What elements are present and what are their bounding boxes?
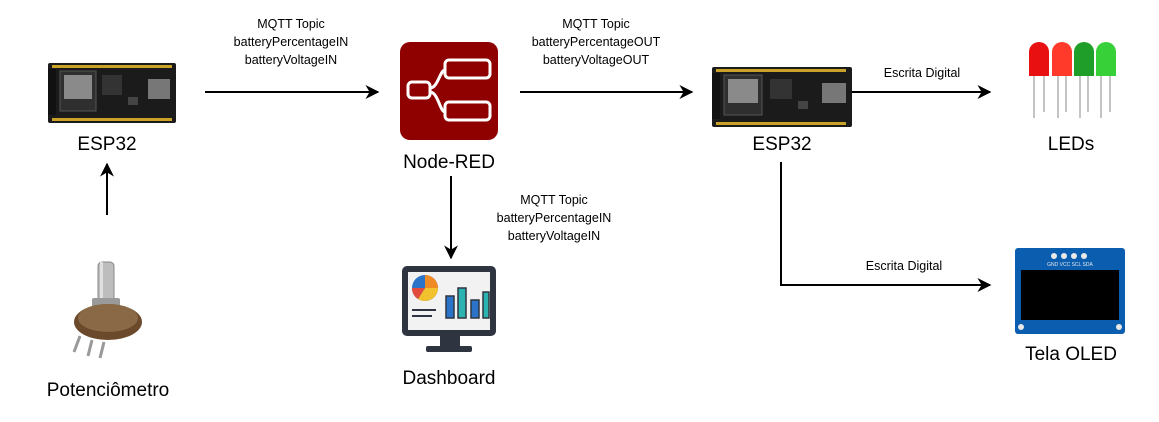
oled-label: Tela OLED (1025, 344, 1117, 365)
edge-esp32-to-oled-label: Escrita Digital (866, 259, 942, 273)
edge-esp32-to-leds-label: Escrita Digital (884, 66, 960, 80)
edge-nodered-to-esp32-line-1: MQTT Topic (562, 17, 630, 31)
leds-icon (1029, 42, 1116, 118)
edge-esp32-to-nodered-line-3: batteryVoltageIN (245, 53, 337, 67)
dashboard-label: Dashboard (403, 368, 496, 389)
edge-esp32-to-oled (780, 162, 992, 292)
edge-nodered-to-esp32-line-3: batteryVoltageOUT (543, 53, 650, 67)
edge-nodered-to-dashboard-line-3: batteryVoltageIN (508, 229, 600, 243)
oled-pin-labels: GND VCC SCL SDA (1047, 262, 1093, 268)
potentiometer-label: Potenciômetro (47, 380, 170, 401)
potentiometer-icon (72, 261, 142, 359)
node-red-logo-icon (400, 42, 498, 140)
leds-label: LEDs (1048, 134, 1094, 155)
oled-display-icon: GND VCC SCL SDA (1015, 248, 1125, 334)
edge-esp32-to-nodered-line-2: batteryPercentageIN (234, 35, 349, 49)
edge-nodered-to-dashboard-line-1: MQTT Topic (520, 193, 588, 207)
esp32-right-label: ESP32 (752, 134, 811, 155)
esp32-left-board-icon (48, 63, 176, 123)
dashboard-monitor-icon (402, 266, 496, 352)
edge-nodered-to-dashboard-line-2: batteryPercentageIN (497, 211, 612, 225)
edge-esp32-to-nodered-line-1: MQTT Topic (257, 17, 325, 31)
esp32-right-board-icon (712, 67, 852, 127)
esp32-left-label: ESP32 (77, 134, 136, 155)
edge-nodered-to-esp32-line-2: batteryPercentageOUT (532, 35, 661, 49)
node-red-label: Node-RED (403, 152, 495, 173)
